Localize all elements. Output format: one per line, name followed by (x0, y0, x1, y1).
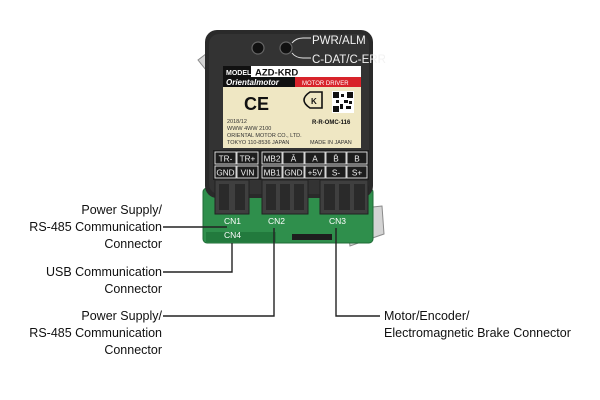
pin-label: VIN (241, 168, 255, 177)
pin-cell (282, 165, 305, 179)
brand-logo: Orientalmotor (226, 78, 280, 87)
pin-cell (304, 151, 326, 165)
pin-cell (325, 165, 347, 179)
manufacture-date: 2018/12 (227, 119, 247, 125)
pin-cell (261, 151, 283, 165)
pin-cell (214, 151, 237, 165)
made-in: MADE IN JAPAN (310, 140, 352, 146)
product-type: MOTOR DRIVER (302, 81, 349, 87)
callout-cn4: USB Communication Connector (45, 265, 162, 296)
pin-label: S- (332, 168, 340, 177)
pin-cell (325, 151, 347, 165)
pin-cell (282, 151, 305, 165)
model-name: AZD-KRD (255, 68, 298, 79)
pin-label: GND (216, 168, 234, 177)
svg-text:K: K (311, 97, 317, 106)
pin-label: B (354, 154, 360, 163)
pin-cell (346, 151, 368, 165)
led-label-c-dat: C-DAT/C-ERR (312, 54, 386, 66)
pin-label: Ā (291, 153, 297, 163)
cn4-label: CN4 (224, 230, 241, 240)
pin-cell (261, 165, 283, 179)
cn1-label: CN1 (224, 216, 241, 226)
nameplate: MODEL AZD-KRD Orientalmotor MOTOR DRIVER… (223, 66, 361, 148)
pin-label: TR- (219, 154, 233, 163)
kc-code: R-R-OMC-116 (312, 120, 351, 126)
pin-label: A (312, 154, 318, 163)
pin-label: +5V (308, 168, 323, 177)
model-label: MODEL (226, 70, 252, 77)
pin-label: MB2 (264, 154, 281, 163)
callout-cn3: Motor/Encoder/ Electromagnetic Brake Con… (384, 309, 571, 340)
pin-cell (304, 165, 326, 179)
pin-label: S+ (352, 168, 362, 177)
pin-cell (214, 165, 237, 179)
pin-label: MB1 (264, 168, 281, 177)
leader-cn2 (163, 228, 275, 317)
serial-number: WWW 4WW 2100 (227, 126, 271, 132)
leader-cn4 (163, 243, 233, 273)
callout-cn1: Power Supply/ RS-485 Communication Conne… (29, 203, 162, 251)
ce-mark: CE (244, 94, 269, 114)
cn2-label: CN2 (268, 216, 285, 226)
pin-cell (236, 151, 259, 165)
kc-mark-icon: K (303, 91, 323, 109)
pin-label: TR+ (240, 154, 256, 163)
pin-label: B̄ (333, 154, 339, 163)
led-c-dat (279, 41, 293, 55)
pin-label: GND (284, 168, 302, 177)
pin-cell (346, 165, 368, 179)
callout-cn2: Power Supply/ RS-485 Communication Conne… (29, 309, 162, 357)
led-label-pwr-alm: PWR/ALM (312, 35, 366, 47)
company-line: ORIENTAL MOTOR CO., LTD. (227, 133, 302, 139)
cn3-label: CN3 (329, 216, 346, 226)
led-pwr-alm (251, 41, 265, 55)
address-line: TOKYO 110-8536 JAPAN (227, 140, 289, 146)
pin-cell (236, 165, 259, 179)
qr-code-icon (332, 91, 354, 113)
leader-cn3 (335, 228, 380, 317)
